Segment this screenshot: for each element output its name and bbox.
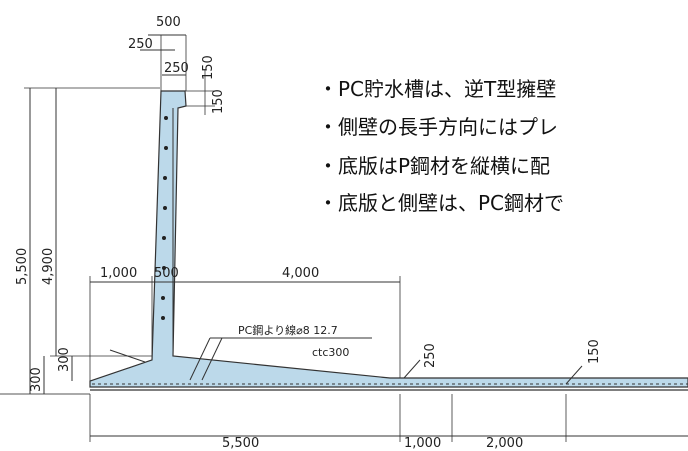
dim-bottom-5500: 5,500 [222, 436, 259, 451]
description-bullets: ・PC貯水槽は、逆T型擁壁 ・側壁の長手方向にはプレ ・底版はP鋼材を縦横に配 … [318, 77, 564, 215]
dim-top-250-left: 250 [128, 37, 153, 52]
strand-leader-b [201, 337, 223, 381]
strand-leader-a [189, 337, 211, 381]
leader-150 [565, 365, 583, 385]
dim-height-4900: 4,900 [41, 248, 56, 285]
bullet-line-1: ・PC貯水槽は、逆T型擁壁 [318, 77, 556, 101]
dim-top-250-right: 250 [164, 61, 189, 76]
bullet-line-3: ・底版はP鋼材を縦横に配 [318, 154, 550, 178]
bullet-line-4: ・底版と側壁は、PC鋼材で [318, 191, 564, 215]
dim-haunch-4000: 4,000 [282, 266, 319, 281]
dim-notch-150-a: 150 [201, 55, 216, 80]
dim-slab-250: 250 [423, 343, 438, 368]
bullet-line-2: ・側壁の長手方向にはプレ [318, 115, 558, 139]
dim-left-heel-1000: 1,000 [100, 266, 137, 281]
dim-wall-base-500: 500 [154, 266, 179, 281]
dim-bottom-1000: 1,000 [404, 436, 441, 451]
leader-250 [403, 359, 421, 379]
dim-base-300: 300 [29, 367, 44, 392]
dim-slab-150: 150 [587, 339, 602, 364]
strand-spacing-label: ctc300 [312, 346, 349, 359]
strand-label: PC鋼より線⌀8 12.7 [238, 323, 338, 337]
dim-notch-150-b: 150 [211, 89, 226, 114]
dim-height-5500: 5,500 [15, 248, 30, 285]
wall-and-base-slab-outline [89, 90, 688, 388]
wall-tendon-dots [161, 116, 168, 320]
dim-bottom-2000: 2,000 [486, 436, 523, 451]
dim-top-500: 500 [156, 15, 181, 30]
haunch-leader [109, 349, 146, 363]
dim-base-300-inner: 300 [57, 347, 72, 372]
